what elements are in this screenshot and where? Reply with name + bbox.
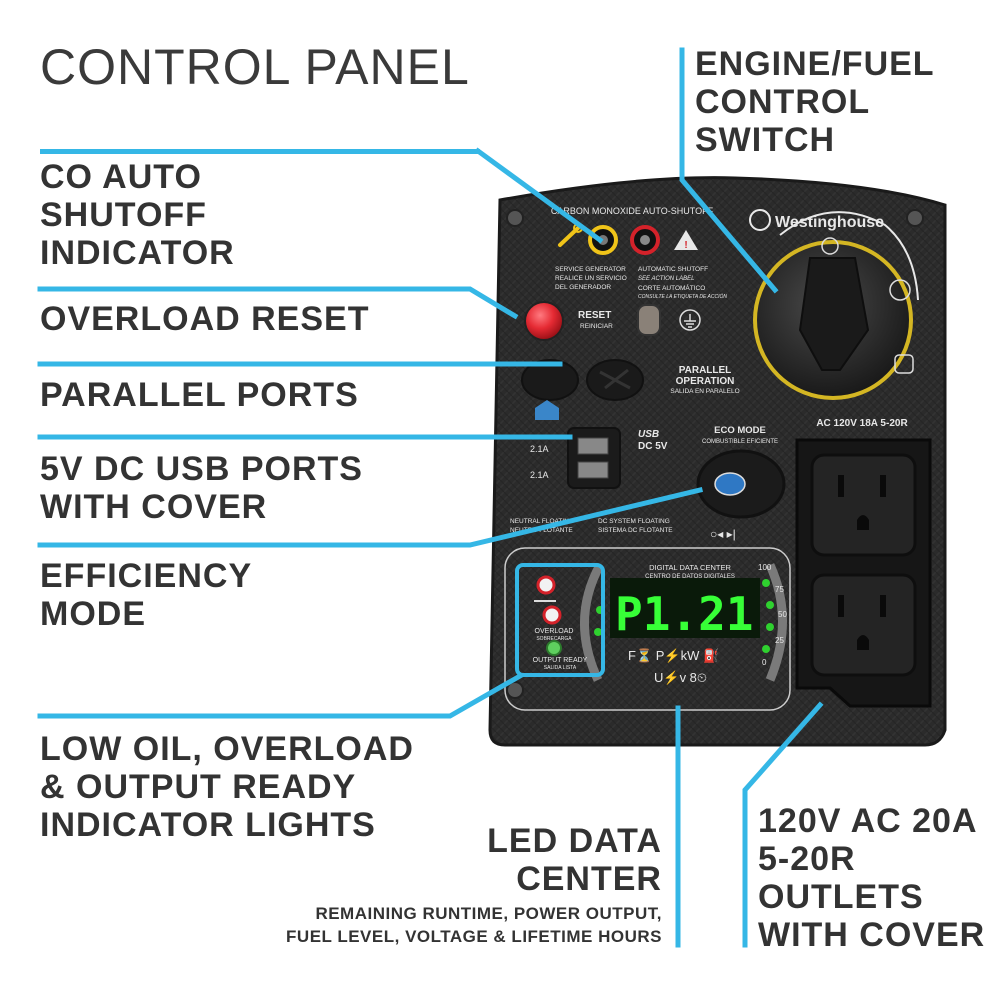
svg-text:2.1A: 2.1A — [530, 444, 549, 454]
svg-text:SALIDA LISTA: SALIDA LISTA — [544, 665, 577, 671]
callout-engine-fuel: ENGINE/FUEL CONTROL SWITCH — [695, 45, 935, 159]
svg-text:SERVICE GENERATOR: SERVICE GENERATOR — [555, 266, 626, 273]
callout-line: CO AUTO — [40, 158, 202, 196]
svg-text:OUTPUT READY: OUTPUT READY — [533, 657, 588, 664]
svg-text:SISTEMA DC FLOTANTE: SISTEMA DC FLOTANTE — [598, 527, 673, 534]
svg-text:0: 0 — [762, 658, 767, 667]
parallel-ports — [521, 359, 644, 401]
svg-text:CONSULTE LA ETIQUETA DE ACCIÓN: CONSULTE LA ETIQUETA DE ACCIÓN — [638, 293, 727, 300]
callout-efficiency: EFFICIENCY MODE — [40, 557, 252, 633]
svg-text:DEL GENERADOR: DEL GENERADOR — [555, 284, 611, 291]
overload-reset-button — [524, 301, 564, 341]
svg-text:PARALLEL: PARALLEL — [679, 365, 732, 376]
svg-text:SOBRECARGA: SOBRECARGA — [536, 636, 572, 642]
callout-line: LOW OIL, OVERLOAD — [40, 730, 414, 768]
callout-line: CONTROL — [695, 83, 871, 121]
svg-text:NEUTRO FLOTANTE: NEUTRO FLOTANTE — [510, 527, 573, 534]
svg-text:F⏳ P⚡kW ⛽: F⏳ P⚡kW ⛽ — [628, 648, 719, 664]
svg-text:DC 5V: DC 5V — [638, 441, 668, 452]
callout-line: ENGINE/FUEL — [695, 45, 935, 83]
svg-text:USB: USB — [638, 429, 659, 440]
subtitle-line: REMAINING RUNTIME, POWER OUTPUT, — [315, 904, 662, 923]
callout-line: WITH COVER — [40, 488, 268, 526]
svg-text:REALICE UN SERVICIO: REALICE UN SERVICIO — [555, 275, 627, 282]
led-center-subtitle: REMAINING RUNTIME, POWER OUTPUT, FUEL LE… — [180, 902, 662, 948]
callout-led-center: LED DATA CENTER — [440, 822, 662, 898]
callout-line: WITH COVER — [758, 916, 986, 954]
callout-usb-ports: 5V DC USB PORTS WITH COVER — [40, 450, 363, 526]
svg-text:75: 75 — [775, 585, 784, 594]
callout-outlets: 120V AC 20A 5-20R OUTLETS WITH COVER — [758, 802, 985, 954]
callout-overload-reset: OVERLOAD RESET — [40, 300, 370, 338]
callout-line: OUTLETS — [758, 878, 924, 916]
svg-text:100: 100 — [758, 563, 772, 572]
callout-line: & OUTPUT READY — [40, 768, 357, 806]
brand-logo: Westinghouse — [775, 214, 884, 231]
callout-line: SWITCH — [695, 121, 836, 159]
svg-text:2.1A: 2.1A — [530, 470, 549, 480]
svg-text:ECO MODE: ECO MODE — [714, 425, 766, 436]
overload-light — [542, 605, 562, 625]
svg-text:AC 120V 18A 5-20R: AC 120V 18A 5-20R — [816, 418, 908, 429]
svg-text:CORTE AUTOMÁTICO: CORTE AUTOMÁTICO — [638, 283, 705, 292]
svg-text:SEE ACTION LABEL: SEE ACTION LABEL — [638, 276, 694, 282]
co-label: CARBON MONOXIDE AUTO-SHUTOFF — [551, 206, 714, 216]
led-data-center — [504, 547, 791, 711]
low-oil-light — [536, 575, 556, 595]
svg-text:50: 50 — [778, 610, 787, 619]
ac-outlets — [795, 438, 932, 708]
callout-line: LED DATA — [487, 822, 662, 860]
page-title: CONTROL PANEL — [40, 39, 470, 95]
callout-parallel-ports: PARALLEL PORTS — [40, 376, 359, 414]
callout-co-shutoff: CO AUTO SHUTOFF INDICATOR — [40, 158, 235, 272]
svg-text:OVERLOAD: OVERLOAD — [535, 628, 574, 635]
callout-indicator-lights: LOW OIL, OVERLOAD & OUTPUT READY INDICAT… — [40, 730, 414, 844]
callout-line: 120V AC 20A — [758, 802, 978, 840]
svg-text:!: ! — [684, 240, 687, 251]
svg-text:AUTOMATIC SHUTOFF: AUTOMATIC SHUTOFF — [638, 266, 708, 273]
callout-line: 5-20R — [758, 840, 856, 878]
svg-text:COMBUSTIBLE EFICIENTE: COMBUSTIBLE EFICIENTE — [702, 439, 778, 445]
svg-text:○◂ ▸|: ○◂ ▸| — [710, 527, 736, 541]
svg-text:NEUTRAL FLOATING: NEUTRAL FLOATING — [510, 518, 574, 525]
svg-text:REINICIAR: REINICIAR — [580, 323, 613, 330]
svg-text:25: 25 — [775, 636, 784, 645]
svg-text:DC SYSTEM FLOATING: DC SYSTEM FLOATING — [598, 518, 670, 525]
svg-text:CENTRO DE DATOS DIGITALES: CENTRO DE DATOS DIGITALES — [645, 574, 735, 580]
callout-line: INDICATOR — [40, 234, 235, 272]
output-ready-light — [546, 640, 562, 656]
lcd-readout: P1.21 — [615, 587, 753, 641]
usb-ports — [567, 427, 621, 489]
callout-line: CENTER — [516, 860, 662, 898]
leader-line — [40, 149, 480, 154]
callout-line: EFFICIENCY — [40, 557, 253, 595]
svg-text:RESET: RESET — [578, 310, 611, 321]
svg-text:DIGITAL DATA CENTER: DIGITAL DATA CENTER — [649, 563, 731, 572]
svg-text:U⚡v 8⏲: U⚡v 8⏲ — [654, 670, 707, 686]
subtitle-line: FUEL LEVEL, VOLTAGE & LIFETIME HOURS — [286, 927, 662, 946]
callout-line: SHUTOFF — [40, 196, 207, 234]
callout-line: MODE — [40, 595, 146, 633]
svg-text:OPERATION: OPERATION — [676, 376, 735, 387]
svg-text:SALIDA EN PARALELO: SALIDA EN PARALELO — [670, 388, 739, 395]
callout-line: INDICATOR LIGHTS — [40, 806, 376, 844]
callout-line: 5V DC USB PORTS — [40, 450, 363, 488]
indicator-lights — [515, 563, 605, 677]
